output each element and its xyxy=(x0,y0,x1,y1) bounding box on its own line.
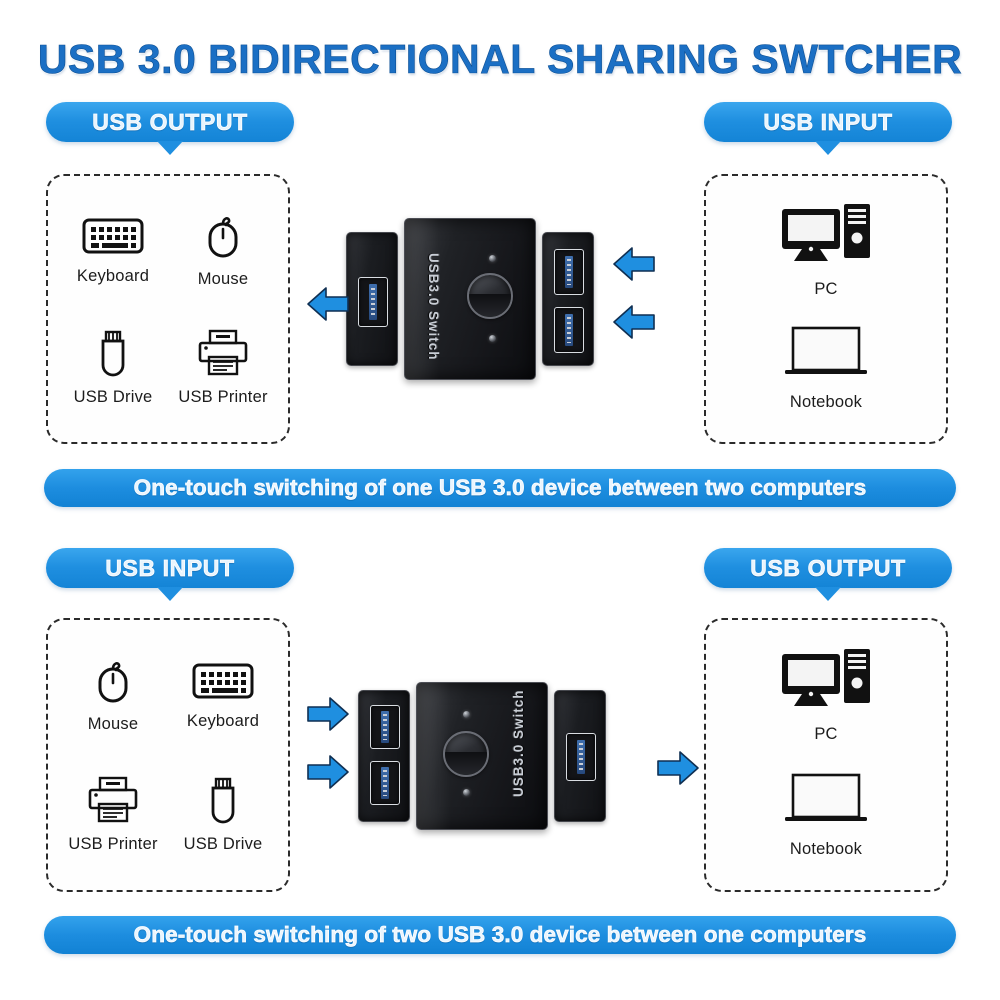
device-item-label: Mouse xyxy=(87,714,139,733)
computer-item-pc: PC xyxy=(780,648,872,744)
switch-right-port-block-bottom xyxy=(554,690,606,822)
mouse-icon xyxy=(92,658,134,709)
device-item-mouse: Mouse xyxy=(198,213,249,289)
device-item-mouse: Mouse xyxy=(88,658,139,734)
device-item-label: USB Printer xyxy=(178,387,268,406)
printer-icon xyxy=(85,776,141,829)
usb-port-right-1 xyxy=(566,733,596,781)
keyboard-icon xyxy=(192,661,254,706)
badge-bottom-right-label: USB OUTPUT xyxy=(750,554,906,581)
computer-item-notebook: Notebook xyxy=(782,771,870,859)
switch-left-port-block-top xyxy=(346,232,398,366)
status-led-bottom xyxy=(489,335,496,342)
panel-bottom-right-computers: PC Notebook xyxy=(704,618,948,892)
desktop-pc-icon xyxy=(780,648,872,719)
arrow-right-lower-top xyxy=(612,302,656,342)
usb-switch-device-bottom: USB3.0 Switch xyxy=(358,682,648,830)
badge-top-right-label: USB INPUT xyxy=(763,108,893,135)
device-item-label: Keyboard xyxy=(76,266,150,285)
switch-right-port-block-top xyxy=(542,232,594,366)
switch-left-port-block-bottom xyxy=(358,690,410,822)
panel-bottom-left-devices: Mouse xyxy=(46,618,290,892)
usb-port-left-1 xyxy=(358,277,388,327)
panel-top-right-computers: PC Notebook xyxy=(704,174,948,444)
badge-bottom-left: USB INPUT xyxy=(46,548,294,601)
usb-port-right-2 xyxy=(554,307,584,353)
device-item-usb-drive: USB Drive xyxy=(184,776,263,854)
badge-bottom-left-label: USB INPUT xyxy=(105,554,235,581)
switch-main-body-top: USB3.0 Switch xyxy=(404,218,536,380)
usb-drive-icon xyxy=(206,776,240,829)
device-item-usb-printer: USB Printer xyxy=(68,776,157,854)
keyboard-icon xyxy=(82,216,144,261)
laptop-icon xyxy=(782,771,870,834)
device-item-label: Keyboard xyxy=(186,711,260,730)
device-item-usb-drive: USB Drive xyxy=(74,329,153,407)
mouse-icon xyxy=(202,213,244,264)
panel-top-left-devices: Keyboard Mouse xyxy=(46,174,290,444)
computer-item-label: Notebook xyxy=(789,392,863,411)
switch-brand-label-bottom: USB3.0 Switch xyxy=(511,689,526,797)
device-item-usb-printer: USB Printer xyxy=(178,329,267,407)
page-title: USB 3.0 BIDIRECTIONAL SHARING SWTCHER xyxy=(37,36,963,83)
arrow-right-upper-top xyxy=(612,244,656,284)
device-item-label: Mouse xyxy=(197,269,249,288)
switch-brand-label-top: USB3.0 Switch xyxy=(426,253,441,361)
laptop-icon xyxy=(782,324,870,387)
arrow-left-upper-bottom xyxy=(306,694,350,734)
computer-item-label: PC xyxy=(814,279,838,298)
status-led-top xyxy=(463,711,470,718)
usb-port-left-2 xyxy=(370,761,400,805)
badge-top-left-label: USB OUTPUT xyxy=(92,108,248,135)
status-led-top xyxy=(489,255,496,262)
device-item-keyboard: Keyboard xyxy=(77,216,149,286)
desktop-pc-icon xyxy=(780,203,872,274)
computer-item-pc: PC xyxy=(780,203,872,299)
switch-knob-button-top[interactable] xyxy=(467,273,513,319)
badge-top-left: USB OUTPUT xyxy=(46,102,294,155)
computer-item-label: Notebook xyxy=(789,839,863,858)
device-item-keyboard: Keyboard xyxy=(187,661,259,731)
computer-item-notebook: Notebook xyxy=(782,324,870,412)
usb-port-left-1 xyxy=(370,705,400,749)
badge-bottom-right: USB OUTPUT xyxy=(704,548,952,601)
switch-knob-button-bottom[interactable] xyxy=(443,731,489,777)
caption-text-top: One-touch switching of one USB 3.0 devic… xyxy=(133,475,867,501)
usb-port-right-1 xyxy=(554,249,584,295)
caption-banner-top: One-touch switching of one USB 3.0 devic… xyxy=(44,469,956,507)
arrow-left-lower-bottom xyxy=(306,752,350,792)
device-item-label: USB Drive xyxy=(73,387,153,406)
device-item-label: USB Printer xyxy=(68,834,158,853)
computer-item-label: PC xyxy=(814,724,838,743)
printer-icon xyxy=(195,329,251,382)
usb-switch-device-top: USB3.0 Switch xyxy=(346,218,598,380)
status-led-bottom xyxy=(463,789,470,796)
device-item-label: USB Drive xyxy=(183,834,263,853)
badge-top-right: USB INPUT xyxy=(704,102,952,155)
arrow-right-bottom xyxy=(656,748,700,788)
switch-main-body-bottom: USB3.0 Switch xyxy=(416,682,548,830)
arrow-left-top xyxy=(306,284,350,324)
caption-banner-bottom: One-touch switching of two USB 3.0 devic… xyxy=(44,916,956,954)
usb-drive-icon xyxy=(96,329,130,382)
caption-text-bottom: One-touch switching of two USB 3.0 devic… xyxy=(133,922,867,948)
